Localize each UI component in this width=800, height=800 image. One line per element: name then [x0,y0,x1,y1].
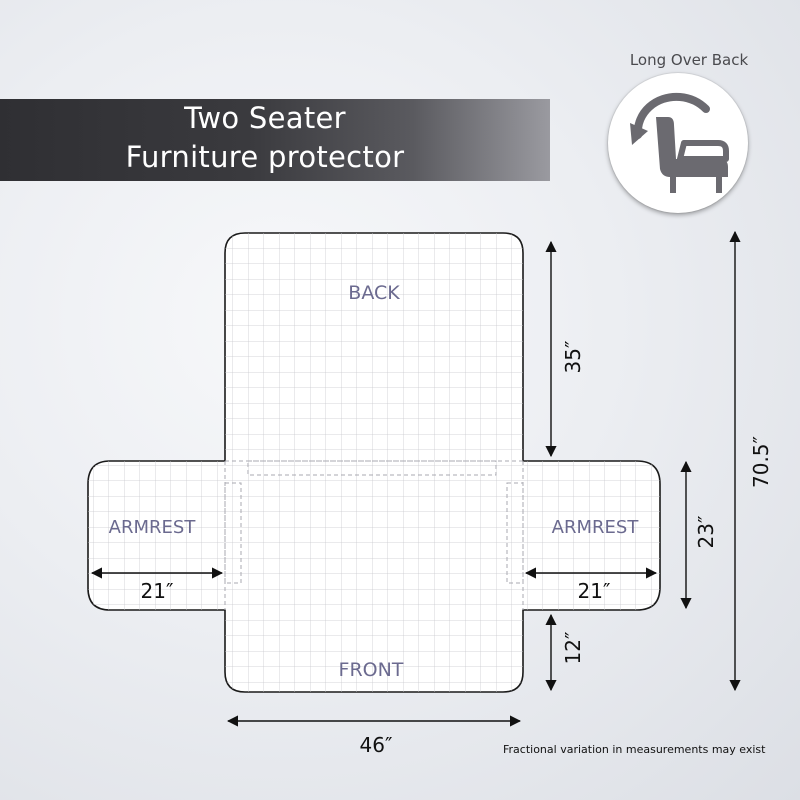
title-line-1: Two Seater [184,101,346,135]
total-length-text: 70.5″ [749,436,773,488]
title-line-2: Furniture protector [125,140,405,174]
armrest-left-width-text: 21″ [141,579,174,603]
back-label: BACK [348,282,400,304]
armrest-left-label: ARMREST [109,517,197,538]
armrest-height-text: 23″ [694,516,718,549]
seam-lines [224,460,524,610]
badge-circle [608,73,748,213]
seat-width-text: 46″ [360,733,393,757]
armrest-right-label: ARMREST [552,517,640,538]
back-length-text: 35″ [561,341,585,374]
armrest-right-width-text: 21″ [578,579,611,603]
title-banner [0,99,550,181]
armchair-with-rotate-arrow-icon [630,92,729,193]
footnote: Fractional variation in measurements may… [503,743,766,756]
dimension-arrows [90,230,741,727]
front-label: FRONT [339,659,404,681]
front-drop-text: 12″ [561,632,585,665]
badge-label: Long Over Back [629,51,749,69]
